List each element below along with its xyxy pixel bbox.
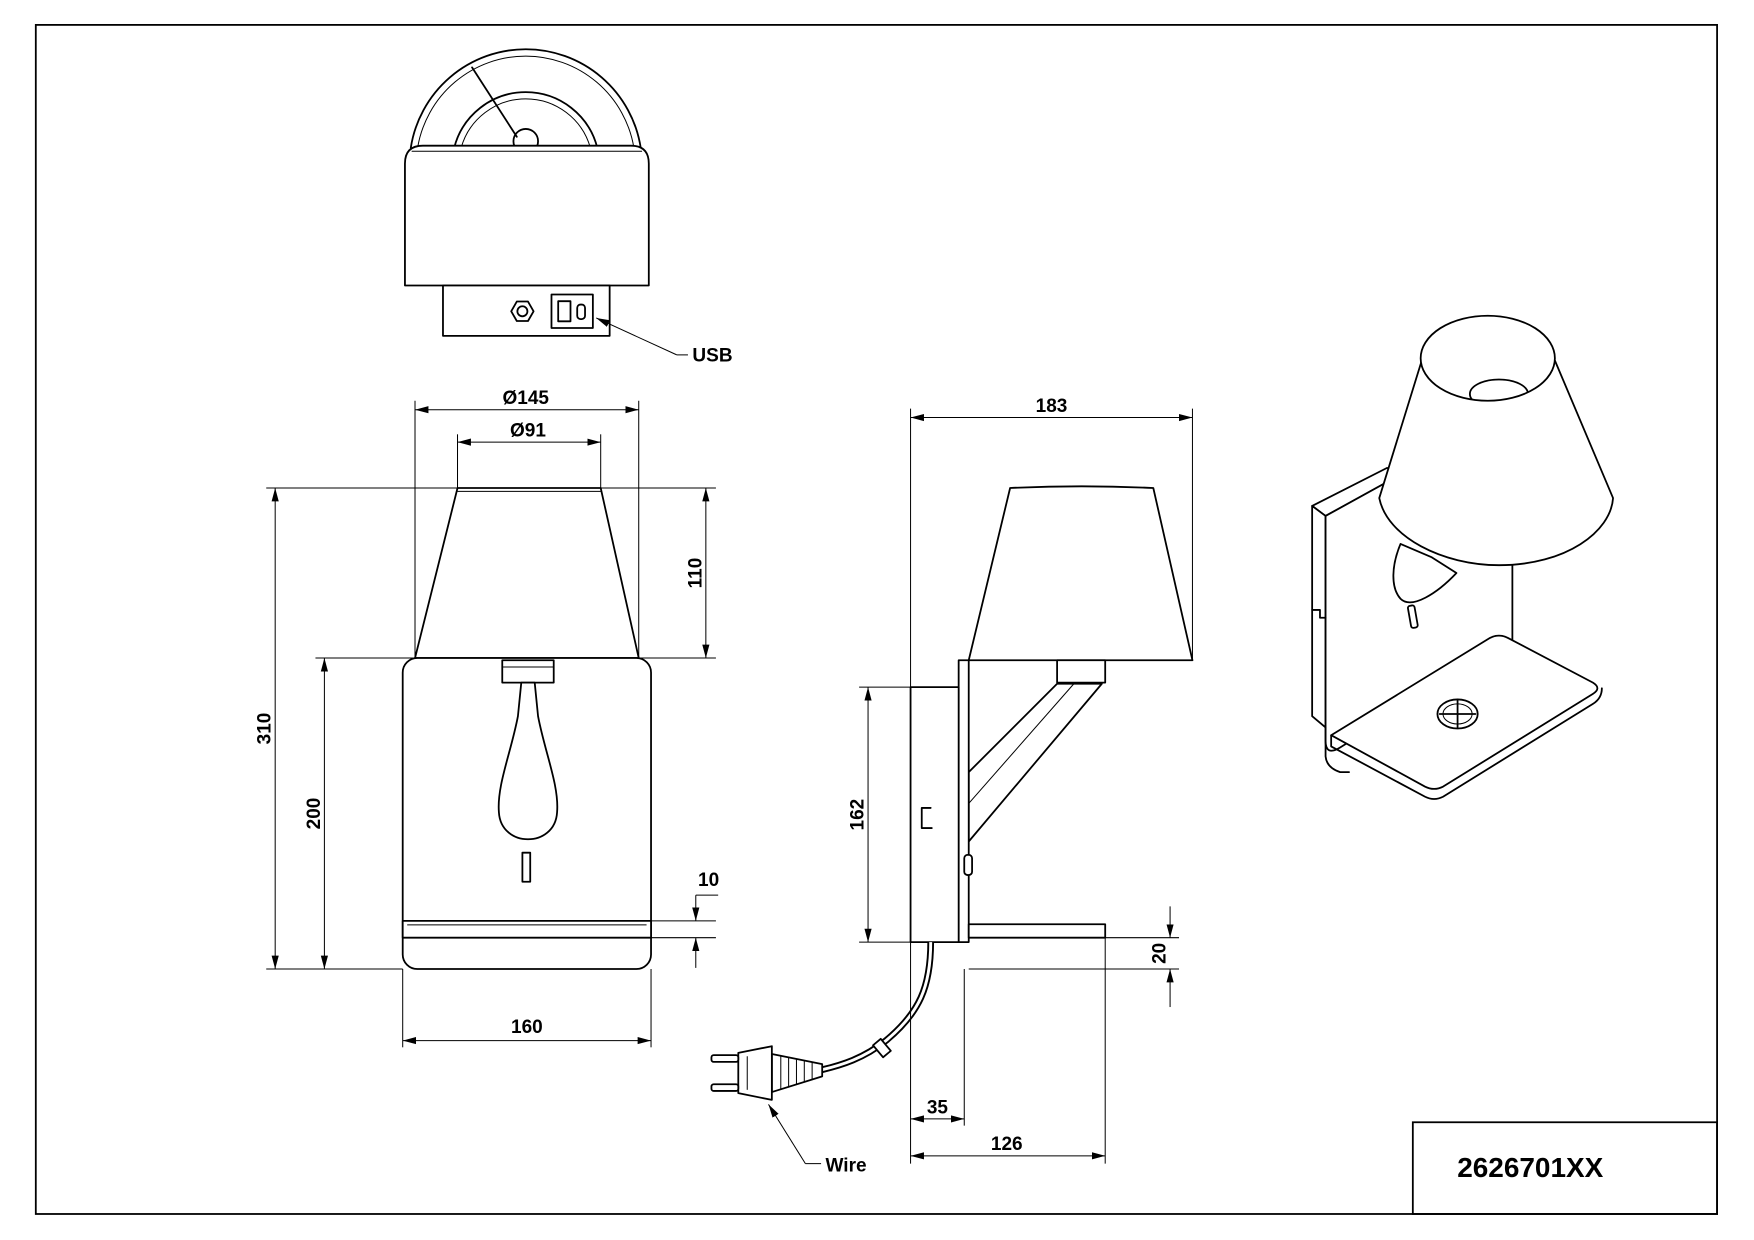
perspective-shelf-front-edge [1330,687,1603,800]
top-view: USB [404,48,733,367]
power-plug-icon [710,1045,824,1101]
perspective-plate-left-face [1311,505,1327,729]
perspective-plate-bottom [1324,726,1350,774]
side-view-arm-edge [968,683,1075,804]
front-view-shelf [401,920,652,939]
side-view-shelf [967,923,1107,939]
top-view-socket-arc [453,91,599,149]
part-number: 2626701XX [1457,1152,1603,1183]
perspective-switch [1407,604,1419,629]
wire-leader-line [768,1104,806,1164]
dimmer-knob-icon [1436,698,1479,730]
dim-label-plate-height: 162 [848,799,869,831]
perspective-plate-notch [1311,609,1327,619]
dim-label-shelf-depth: 126 [991,1134,1023,1155]
top-view-arm-line [471,66,518,138]
front-view-lamp-holder [501,659,555,684]
side-view-switch [963,854,973,876]
usb-leader-line [596,317,677,356]
perspective-arm [1392,543,1458,604]
side-view-back-plate [909,686,960,944]
side-view: Wire 183 162 20 35 126 [710,396,1194,1176]
dim-label-total-height: 310 [255,713,276,745]
dim-label-shelf-offset: 20 [1150,943,1171,964]
usb-label: USB [692,346,732,367]
perspective-view [1311,314,1614,800]
wire-label: Wire [826,1155,867,1176]
title-block: 2626701XX [1411,1121,1718,1215]
dim-label-shade-bottom-diameter: Ø145 [503,388,550,409]
perspective-shade [1378,359,1614,567]
title-block-box [1411,1121,1718,1215]
dim-label-total-depth: 183 [1036,396,1068,417]
front-view-switch [521,851,532,883]
side-view-lamp-holder [1056,659,1107,684]
side-view-mount-strip [957,659,970,944]
dim-label-width: 160 [511,1017,543,1038]
hex-screw-icon [510,300,535,322]
perspective-shade-top [1419,314,1556,402]
power-cord-inner [821,942,933,1072]
side-view-shade [967,485,1194,662]
power-cord-clip [872,1037,892,1059]
top-view-shelf [404,144,650,287]
dim-label-shade-top-diameter: Ø91 [510,421,546,442]
top-view-socket-inner-arc [460,98,591,149]
side-view-hook [920,807,933,829]
dim-label-body-height: 200 [304,798,325,830]
dim-label-plate-depth: 35 [927,1097,949,1118]
dim-label-shade-height: 110 [685,558,706,589]
front-view: Ø145 Ø91 110 310 200 10 160 [255,388,719,1048]
usb-port-icon [550,293,594,329]
drawing-frame [34,23,1718,1215]
top-view-shade-outer-arc [409,48,642,149]
top-view-shade-inner-arc [417,55,635,149]
dim-label-shelf-thickness: 10 [698,870,719,891]
front-view-bulb [497,681,559,841]
